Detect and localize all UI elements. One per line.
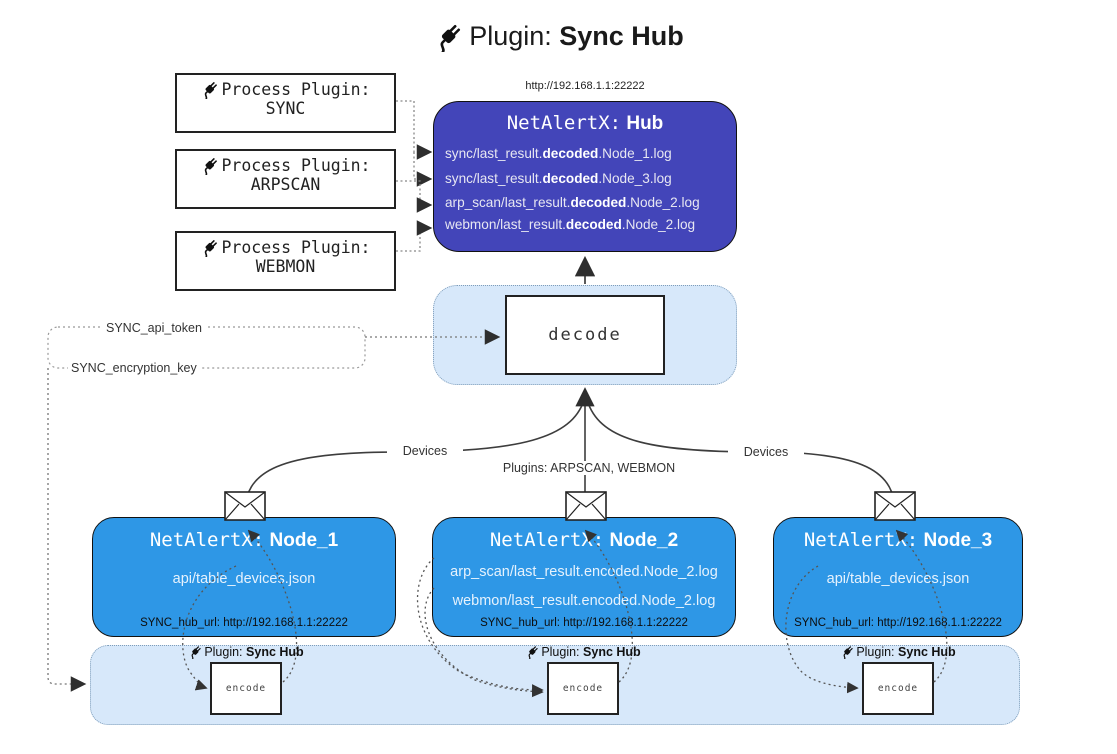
- encode2-box: encode: [547, 662, 619, 715]
- node3-hub-url: SYNC_hub_url: http://192.168.1.1:22222: [794, 617, 1002, 629]
- decode-label: decode: [548, 325, 622, 345]
- hub-url-label: http://192.168.1.1:22222: [525, 80, 645, 92]
- process-plugin-label: Process Plugin:: [177, 79, 394, 100]
- hub-title-name: Hub: [626, 113, 664, 134]
- edge-processplugins-to-hub: [396, 100, 433, 252]
- envelope-icon: [224, 491, 266, 521]
- page-title-label: Plugin:: [469, 21, 552, 51]
- process-plugin-label: Process Plugin:: [177, 155, 394, 176]
- plugins-mid-label: Plugins: ARPSCAN, WEBMON: [496, 461, 682, 475]
- plug-icon: [843, 646, 854, 660]
- envelope-icon: [565, 491, 607, 521]
- decode-box: decode: [505, 295, 665, 375]
- plug-icon: [205, 82, 218, 100]
- node1-hub-url: SYNC_hub_url: http://192.168.1.1:22222: [140, 617, 348, 629]
- node3-title: NetAlertX: Node_3: [803, 529, 993, 551]
- encode1-plugin-label: Plugin: Sync Hub: [161, 644, 331, 660]
- process-plugin-sync-box: Process Plugin: SYNC: [175, 73, 396, 133]
- process-plugin-label: Process Plugin:: [177, 237, 394, 258]
- hub-file-line: sync/last_result.decoded.Node_1.log: [445, 146, 672, 161]
- hub-file-line: webmon/last_result.decoded.Node_2.log: [445, 217, 696, 233]
- node3-files: api/table_devices.json: [826, 571, 970, 587]
- devices-right-label: Devices: [728, 445, 804, 459]
- encode3-box: encode: [862, 662, 934, 715]
- process-plugin-webmon-box: Process Plugin: WEBMON: [175, 231, 396, 291]
- hub-file-line: arp_scan/last_result.decoded.Node_2.log: [445, 194, 700, 210]
- node1-files: api/table_devices.json: [172, 571, 316, 587]
- page-title-name: Sync Hub: [559, 21, 684, 51]
- devices-left-label: Devices: [387, 444, 463, 458]
- plug-icon: [205, 240, 218, 258]
- plug-icon: [528, 646, 539, 660]
- process-plugin-name: WEBMON: [255, 257, 316, 276]
- hub-file-list: sync/last_result.decoded.Node_1.log sync…: [434, 141, 736, 237]
- node3-box: NetAlertX: Node_3 api/table_devices.json…: [773, 517, 1023, 637]
- node1-title: NetAlertX: Node_1: [149, 529, 339, 551]
- page-title: Plugin: Sync Hub: [0, 20, 1117, 54]
- plug-icon: [440, 24, 461, 54]
- node2-hub-url: SYNC_hub_url: http://192.168.1.1:22222: [480, 617, 688, 629]
- plug-icon: [205, 158, 218, 176]
- hub-title: NetAlertX: Hub: [434, 112, 736, 135]
- encode2-plugin-label: Plugin: Sync Hub: [498, 644, 668, 660]
- process-plugin-arpscan-box: Process Plugin: ARPSCAN: [175, 149, 396, 209]
- hub-title-prefix: NetAlertX:: [506, 112, 622, 134]
- hub-box: NetAlertX: Hub sync/last_result.decoded.…: [433, 101, 737, 252]
- node1-box: NetAlertX: Node_1 api/table_devices.json…: [92, 517, 396, 637]
- node2-files: arp_scan/last_result.encoded.Node_2.log …: [450, 564, 718, 609]
- plug-icon: [191, 646, 202, 660]
- envelope-icon: [874, 491, 916, 521]
- encode3-plugin-label: Plugin: Sync Hub: [813, 644, 983, 660]
- process-plugin-name: SYNC: [265, 99, 306, 118]
- node2-box: NetAlertX: Node_2 arp_scan/last_result.e…: [432, 517, 736, 637]
- hub-file-line: sync/last_result.decoded.Node_3.log: [445, 171, 672, 187]
- node2-title: NetAlertX: Node_2: [489, 529, 679, 551]
- sync-api-token-label: SYNC_api_token: [103, 321, 205, 335]
- sync-encryption-key-label: SYNC_encryption_key: [68, 361, 200, 375]
- encode1-box: encode: [210, 662, 282, 715]
- process-plugin-name: ARPSCAN: [250, 175, 321, 194]
